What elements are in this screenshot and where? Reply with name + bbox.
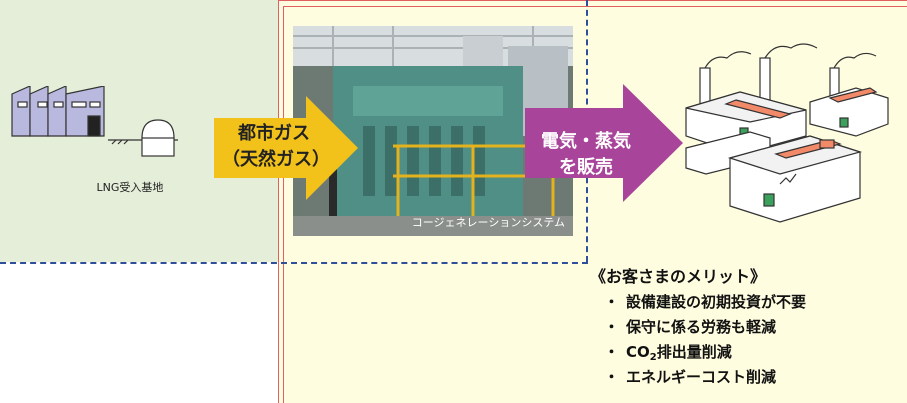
- merits-list: ・設備建設の初期投資が不要 ・保守に係る労務も軽減 ・CO2排出量削減 ・エネル…: [604, 290, 806, 390]
- factory-buildings-icon: [685, 43, 889, 223]
- supplier-boundary-horizontal: [0, 262, 588, 264]
- merits-title: 《お客さまのメリット》: [590, 267, 767, 286]
- bullet: ・: [604, 343, 620, 361]
- bullet: ・: [604, 368, 620, 386]
- bullet: ・: [604, 293, 620, 311]
- merit-item: ・ CO2排出量削減: [604, 340, 806, 365]
- gas-supply-label: 都市ガス （天然ガス）: [222, 121, 330, 173]
- energy-sale-label-line1: 電気・蒸気: [541, 131, 631, 152]
- photo-caption: コージェネレーションシステム: [411, 216, 565, 229]
- merit-text-pre: CO: [626, 343, 650, 361]
- merit-text: 保守に係る労務も軽減: [626, 318, 777, 336]
- energy-sale-arrow: [525, 84, 683, 202]
- gas-supply-label-line1: 都市ガス: [238, 123, 310, 144]
- merit-item: ・エネルギーコスト削減: [604, 365, 806, 390]
- merit-text-subscript: 2: [649, 352, 657, 363]
- energy-sale-label-line2: を販売: [559, 157, 613, 178]
- merit-text: エネルギーコスト削減: [626, 368, 777, 386]
- merit-item: ・保守に係る労務も軽減: [604, 315, 806, 340]
- merit-text-post: 排出量削減: [656, 343, 732, 361]
- gas-supply-arrow: [214, 96, 358, 200]
- gas-supply-label-line2: （天然ガス）: [222, 149, 330, 170]
- merit-item: ・設備建設の初期投資が不要: [604, 290, 806, 315]
- merit-text: 設備建設の初期投資が不要: [626, 293, 807, 311]
- energy-sale-label: 電気・蒸気 を販売: [531, 129, 641, 181]
- lng-caption: LNG受入基地: [96, 181, 164, 194]
- bullet: ・: [604, 318, 620, 336]
- lng-terminal-icon: [11, 86, 178, 157]
